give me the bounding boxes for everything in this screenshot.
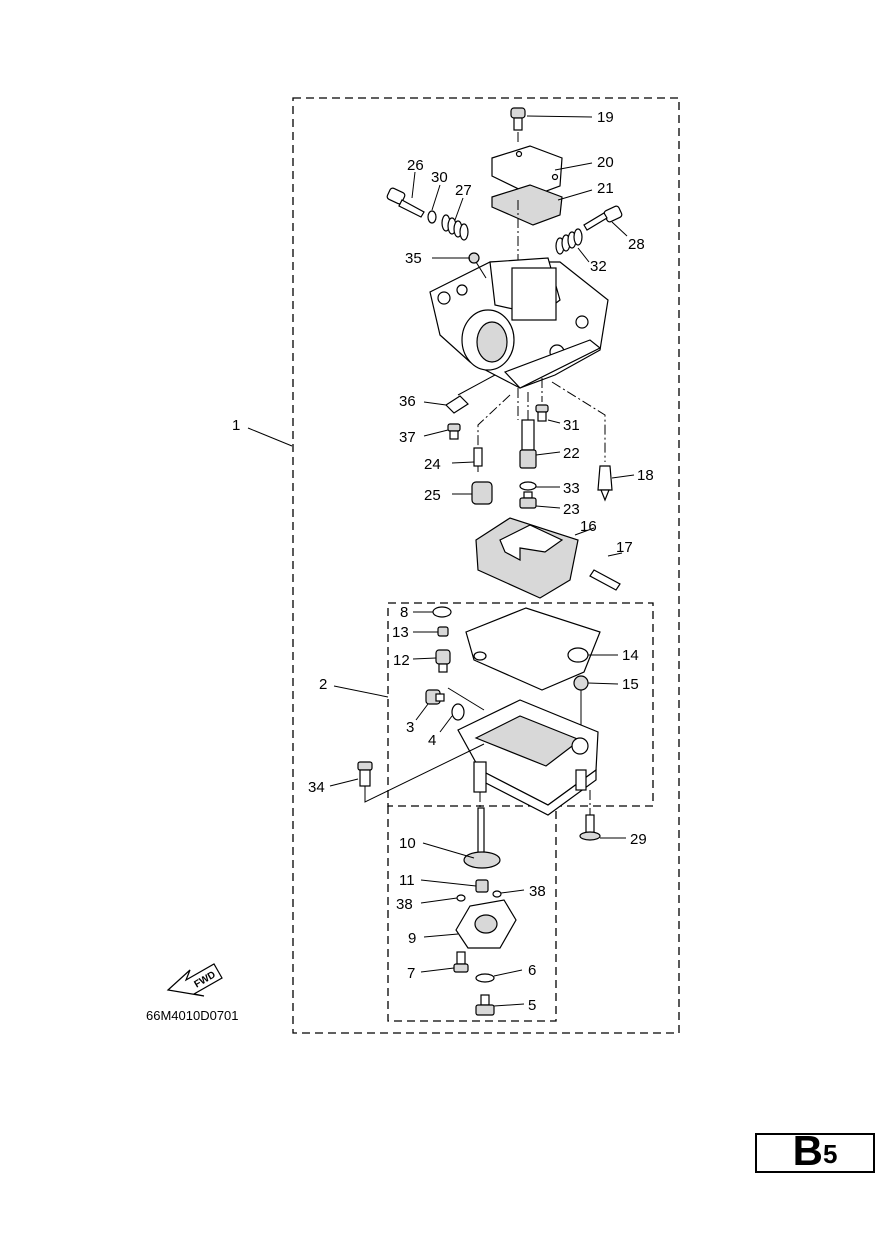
leader-lines bbox=[247, 115, 635, 1007]
callout-23: 23 bbox=[563, 501, 580, 518]
pilot-screw-26-part bbox=[386, 187, 425, 218]
float-pin-17-part bbox=[589, 569, 621, 591]
o-ring-38a-part bbox=[456, 894, 466, 902]
callout-31: 31 bbox=[563, 417, 580, 434]
washer-4-part bbox=[451, 703, 465, 721]
callout-20: 20 bbox=[597, 154, 614, 171]
callout-24: 24 bbox=[424, 456, 441, 473]
callout-2: 2 bbox=[319, 676, 327, 693]
carburetor-body-part bbox=[429, 257, 609, 389]
callout-9: 9 bbox=[408, 930, 416, 947]
callout-7: 7 bbox=[407, 965, 415, 982]
callout-26: 26 bbox=[407, 157, 424, 174]
main-nozzle-22-part bbox=[519, 419, 537, 469]
callout-19: 19 bbox=[597, 109, 614, 126]
section-letter: B bbox=[792, 1127, 823, 1174]
screw-29-part bbox=[579, 814, 601, 841]
callout-17: 17 bbox=[616, 539, 633, 556]
screw-5-part bbox=[475, 994, 495, 1016]
callout-8: 8 bbox=[400, 604, 408, 621]
section-number: 5 bbox=[822, 1139, 838, 1169]
o-ring-38b-part bbox=[492, 890, 502, 898]
callout-37: 37 bbox=[399, 429, 416, 446]
section-badge: B 5 bbox=[755, 1127, 875, 1174]
diagram-code: 66M4010D0701 bbox=[146, 1008, 239, 1023]
cap-13-part bbox=[437, 626, 449, 637]
spring-27-part bbox=[441, 214, 469, 241]
callout-11: 11 bbox=[399, 872, 415, 889]
callout-13: 13 bbox=[392, 624, 409, 641]
callout-30: 30 bbox=[431, 169, 448, 186]
callout-12: 12 bbox=[393, 652, 410, 669]
carburetor-assembly-boundary bbox=[292, 97, 680, 1034]
spring-11-part bbox=[475, 879, 489, 893]
o-ring-33-part bbox=[519, 481, 537, 491]
callout-35: 35 bbox=[405, 250, 422, 267]
filter-15-part bbox=[573, 675, 589, 691]
callout-15: 15 bbox=[622, 676, 639, 693]
washer-6-part bbox=[475, 973, 495, 983]
callout-38b: 38 bbox=[529, 883, 546, 900]
cap-8-part bbox=[432, 606, 452, 618]
gasket-21-part bbox=[491, 184, 563, 226]
screw-31-part bbox=[535, 404, 549, 422]
callout-4: 4 bbox=[428, 732, 436, 749]
callout-33: 33 bbox=[563, 480, 580, 497]
float-16-part bbox=[475, 517, 579, 599]
callout-5: 5 bbox=[528, 997, 536, 1014]
float-chamber-part bbox=[457, 699, 599, 816]
screw-7-part bbox=[453, 951, 469, 973]
bolt-34-part bbox=[357, 761, 373, 787]
throttle-stop-screw-28-part bbox=[583, 205, 623, 231]
callout-25: 25 bbox=[424, 487, 441, 504]
callout-32: 32 bbox=[590, 258, 607, 275]
callout-labels: 1 2 3 4 5 6 7 8 9 10 11 12 13 14 15 16 1… bbox=[232, 109, 654, 1014]
screw-19-part bbox=[510, 107, 526, 145]
callout-34: 34 bbox=[308, 779, 325, 796]
callout-18: 18 bbox=[637, 467, 654, 484]
callout-28: 28 bbox=[628, 236, 645, 253]
fwd-arrow-icon: FWD bbox=[166, 963, 223, 997]
callout-36: 36 bbox=[399, 393, 416, 410]
callout-14: 14 bbox=[622, 647, 639, 664]
float-chamber-gasket-14-part bbox=[465, 607, 601, 691]
callout-38a: 38 bbox=[396, 896, 413, 913]
screw-37-part bbox=[447, 423, 461, 440]
callout-21: 21 bbox=[597, 180, 614, 197]
callout-16: 16 bbox=[580, 518, 597, 535]
spring-32-part bbox=[555, 228, 583, 255]
valve-12-part bbox=[435, 649, 451, 673]
callout-6: 6 bbox=[528, 962, 536, 979]
needle-valve-18-part bbox=[597, 465, 613, 502]
float-chamber-boundary-lower bbox=[387, 806, 557, 1022]
callout-22: 22 bbox=[563, 445, 580, 462]
plate-36-part bbox=[445, 395, 469, 414]
float-chamber-boundary bbox=[387, 602, 654, 807]
cover-plate-20-part bbox=[491, 145, 563, 197]
plunger-10-part bbox=[463, 807, 501, 869]
drain-plug-3-part bbox=[425, 689, 445, 705]
callout-3: 3 bbox=[406, 719, 414, 736]
o-ring-30-part bbox=[427, 210, 437, 224]
callout-10: 10 bbox=[399, 835, 416, 852]
plug-25-part bbox=[471, 481, 493, 505]
main-jet-23-part bbox=[519, 491, 537, 509]
callout-29: 29 bbox=[630, 831, 647, 848]
callout-27: 27 bbox=[455, 182, 472, 199]
callout-1: 1 bbox=[232, 417, 240, 434]
pilot-jet-24-part bbox=[473, 447, 483, 472]
